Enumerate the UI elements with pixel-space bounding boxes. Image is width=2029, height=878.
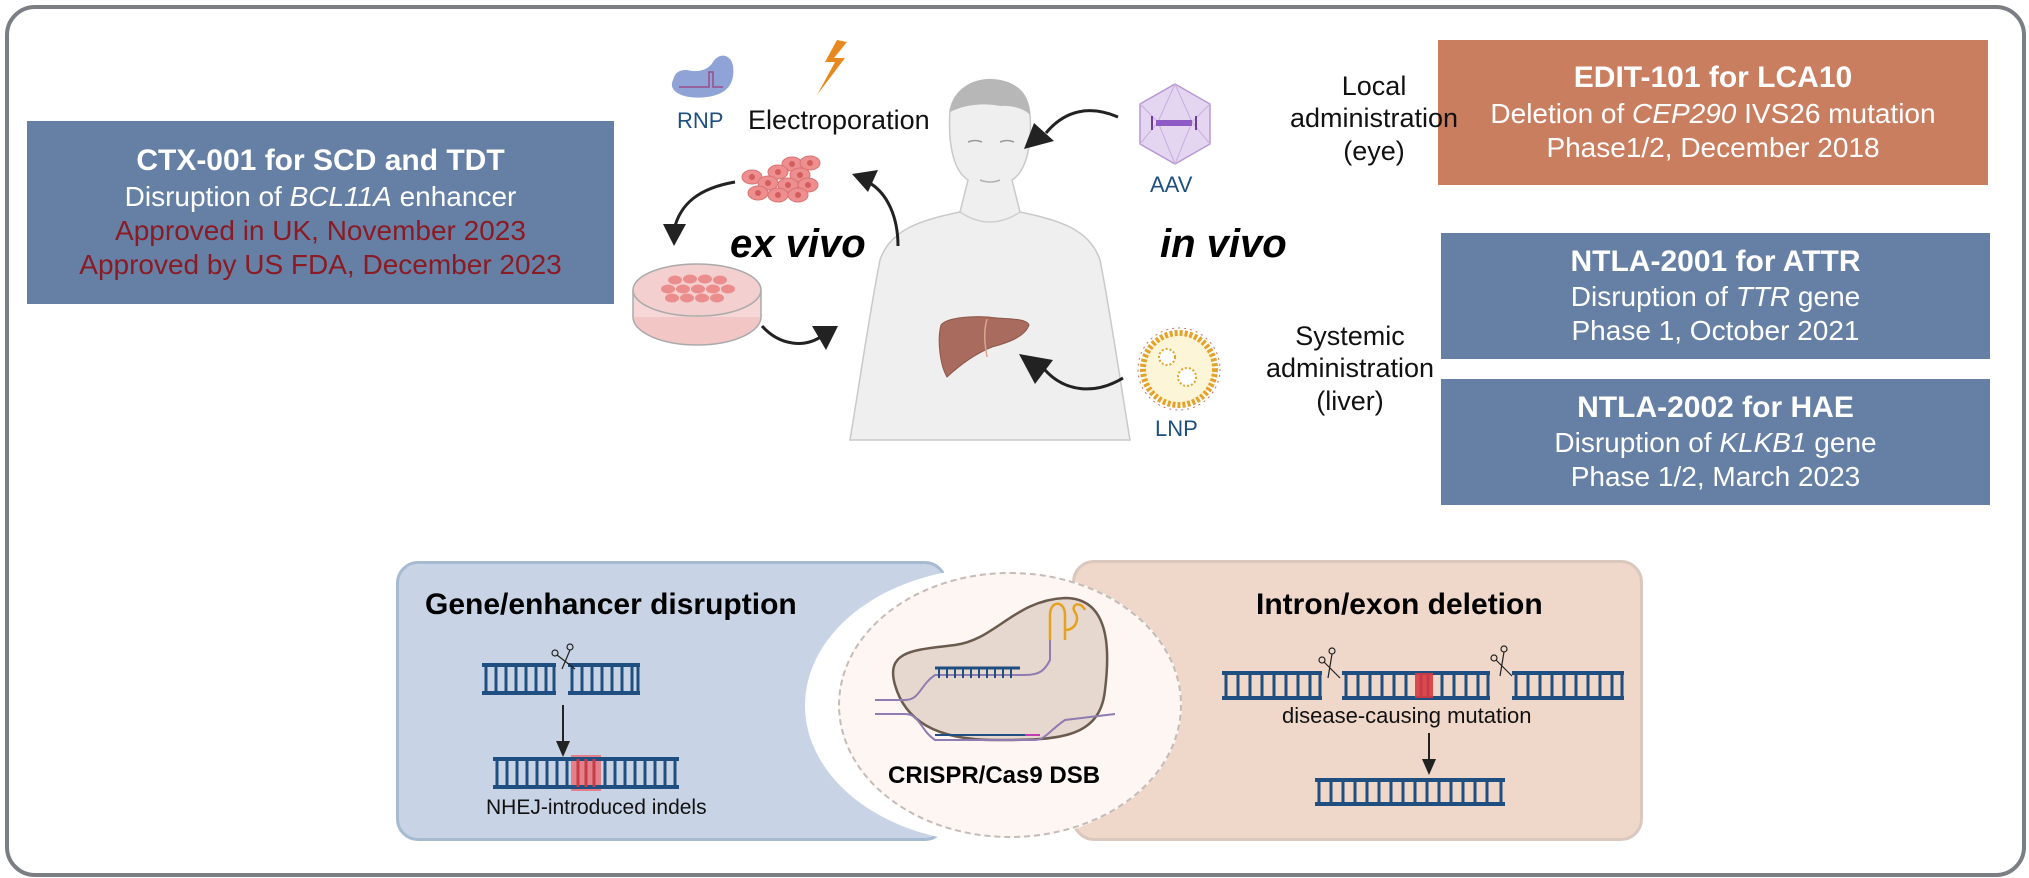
systemic-administration-label: Systemic administration (liver) [1266,321,1435,416]
down-arrow-icon [1422,733,1436,775]
liver-icon [938,316,1030,378]
rnp-protein-icon [671,55,734,98]
dna-double-cut-icon [1222,645,1624,700]
therapy-status: Phase 1, October 2021 [1571,315,1860,347]
therapy-title: NTLA-2001 for ATTR [1570,244,1861,278]
cas9-complex-icon [875,596,1116,742]
dna-cut-icon [482,643,640,695]
lnp-label: LNP [1155,416,1198,441]
in-vivo-label: in vivo [1160,222,1287,266]
therapy-status: Phase1/2, December 2018 [1546,131,1880,163]
gene-name: KLKB1 [1719,427,1807,459]
disease-mutation-caption: disease-causing mutation [1282,703,1532,728]
gene-name: TTR [1735,281,1791,313]
therapy-status: Approved by US FDA, December 2023 [79,248,562,280]
arrow-lnp-to-liver-icon [1019,354,1124,391]
therapy-title: EDIT-101 for LCA10 [1573,61,1853,95]
therapy-mechanism: Disruption of BCL11A enhancer [124,180,517,212]
crispr-cas9-label: CRISPR/Cas9 DSB [888,762,1101,789]
petri-dish-icon [632,263,762,346]
local-administration-label: Local administration (eye) [1290,71,1459,166]
therapy-mechanism: Disruption of KLKB1 gene [1554,427,1877,459]
therapy-box-ntla2001: NTLA-2001 for ATTR Disruption of TTR gen… [1441,233,1990,359]
electroporation-lightning-icon [817,40,847,95]
gene-disruption-title: Gene/enhancer disruption [425,588,797,621]
down-arrow-icon [556,705,570,757]
electroporation-label: Electroporation [748,105,930,135]
arrow-body-to-cells-icon [852,170,900,247]
therapy-status: Phase 1/2, March 2023 [1570,461,1861,493]
arrow-dish-to-body-icon [760,324,838,350]
figure-frame [5,5,2026,877]
lnp-nanoparticle-icon [1137,327,1221,411]
dna-indel-icon [493,755,679,791]
therapy-box-edit101: EDIT-101 for LCA10 Deletion of CEP290 IV… [1438,40,1988,185]
gene-name: CEP290 [1632,97,1737,129]
therapy-box-ctx001: CTX-001 for SCD and TDT Disruption of BC… [27,121,614,304]
therapy-mechanism: Disruption of TTR gene [1570,281,1861,313]
ex-vivo-label: ex vivo [730,222,866,266]
nhej-caption: NHEJ-introduced indels [486,796,707,819]
aav-label: AAV [1150,172,1193,197]
human-body-icon [849,78,1131,441]
arrow-cells-to-dish-icon [663,180,736,246]
gene-name: BCL11A [289,180,392,212]
therapy-title: NTLA-2002 for HAE [1577,390,1854,424]
rnp-label: RNP [677,108,724,133]
therapy-box-ntla2002: NTLA-2002 for HAE Disruption of KLKB1 ge… [1441,379,1990,505]
cells-icon [741,155,821,203]
therapy-title: CTX-001 for SCD and TDT [136,143,505,177]
arrow-aav-to-eye-icon [1024,109,1119,149]
therapy-mechanism: Deletion of CEP290 IVS26 mutation [1490,97,1936,129]
aav-capsid-icon [1139,82,1211,165]
therapy-status: Approved in UK, November 2023 [115,214,526,246]
dna-repaired-icon [1315,778,1505,806]
intron-deletion-title: Intron/exon deletion [1256,588,1543,621]
